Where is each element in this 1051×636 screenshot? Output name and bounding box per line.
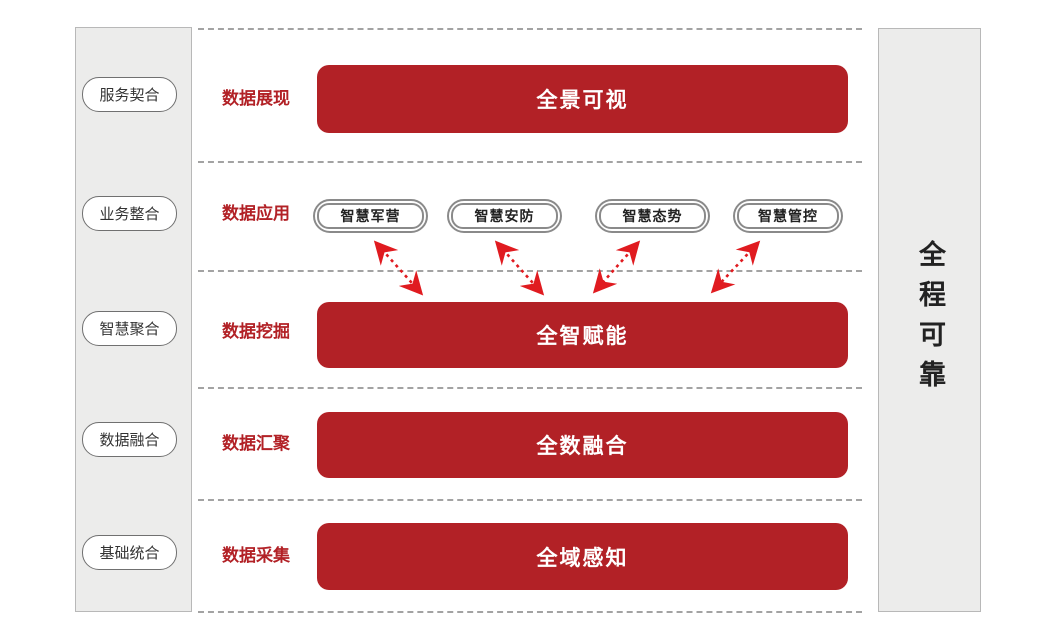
left-rail-pill-2: 业务整合	[82, 196, 177, 231]
app-pill-label: 智慧态势	[622, 208, 683, 224]
left-rail-pill-label: 智慧聚合	[99, 321, 160, 338]
bar-full-data-fusion: 全数融合	[317, 412, 848, 478]
layer-label-collect: 数据采集	[222, 546, 290, 565]
left-rail-pill-4: 数据融合	[82, 422, 177, 457]
separator-line	[198, 28, 862, 30]
separator-line	[198, 611, 862, 613]
layer-label-aggregate: 数据汇聚	[222, 434, 290, 453]
app-pill-smart-control: 智慧管控	[733, 199, 843, 233]
app-pill-label: 智慧军营	[340, 208, 401, 224]
flow-arrow-1	[373, 240, 424, 296]
separator-line	[198, 499, 862, 501]
app-pill-label: 智慧管控	[758, 208, 818, 224]
bar-label: 全域感知	[536, 546, 629, 570]
bar-label: 全景可视	[536, 89, 629, 112]
right-rail-label: 全程可靠	[915, 240, 945, 400]
left-rail-pill-1: 服务契合	[82, 77, 177, 112]
flow-arrow-2	[494, 240, 545, 296]
left-rail-pill-label: 业务整合	[99, 206, 160, 223]
bar-full-intelligence: 全智赋能	[317, 302, 848, 368]
bar-panorama-visual: 全景可视	[317, 65, 848, 133]
left-rail-pill-label: 数据融合	[99, 432, 160, 449]
separator-line	[198, 161, 862, 163]
left-rail-pill-3: 智慧聚合	[82, 311, 177, 346]
bar-full-domain-sensing: 全域感知	[317, 523, 848, 590]
flow-arrow-3	[592, 240, 641, 294]
separator-line	[198, 270, 862, 272]
bar-label: 全数融合	[536, 435, 629, 458]
right-rail: 全程可靠	[878, 28, 981, 612]
app-pill-label: 智慧安防	[474, 208, 535, 224]
layer-label-mining: 数据挖掘	[222, 322, 290, 341]
left-rail-pill-label: 基础统合	[99, 545, 160, 562]
left-rail-pill-label: 服务契合	[99, 87, 160, 104]
app-pill-smart-camp: 智慧军营	[313, 199, 428, 233]
layer-label-display: 数据展现	[222, 89, 290, 108]
left-rail-pill-5: 基础统合	[82, 535, 177, 570]
app-pill-smart-security: 智慧安防	[447, 199, 562, 233]
bar-label: 全智赋能	[536, 325, 629, 348]
layer-label-apply: 数据应用	[222, 204, 290, 223]
app-pill-smart-situation: 智慧态势	[595, 199, 710, 233]
flow-arrow-4	[710, 240, 761, 294]
separator-line	[198, 387, 862, 389]
